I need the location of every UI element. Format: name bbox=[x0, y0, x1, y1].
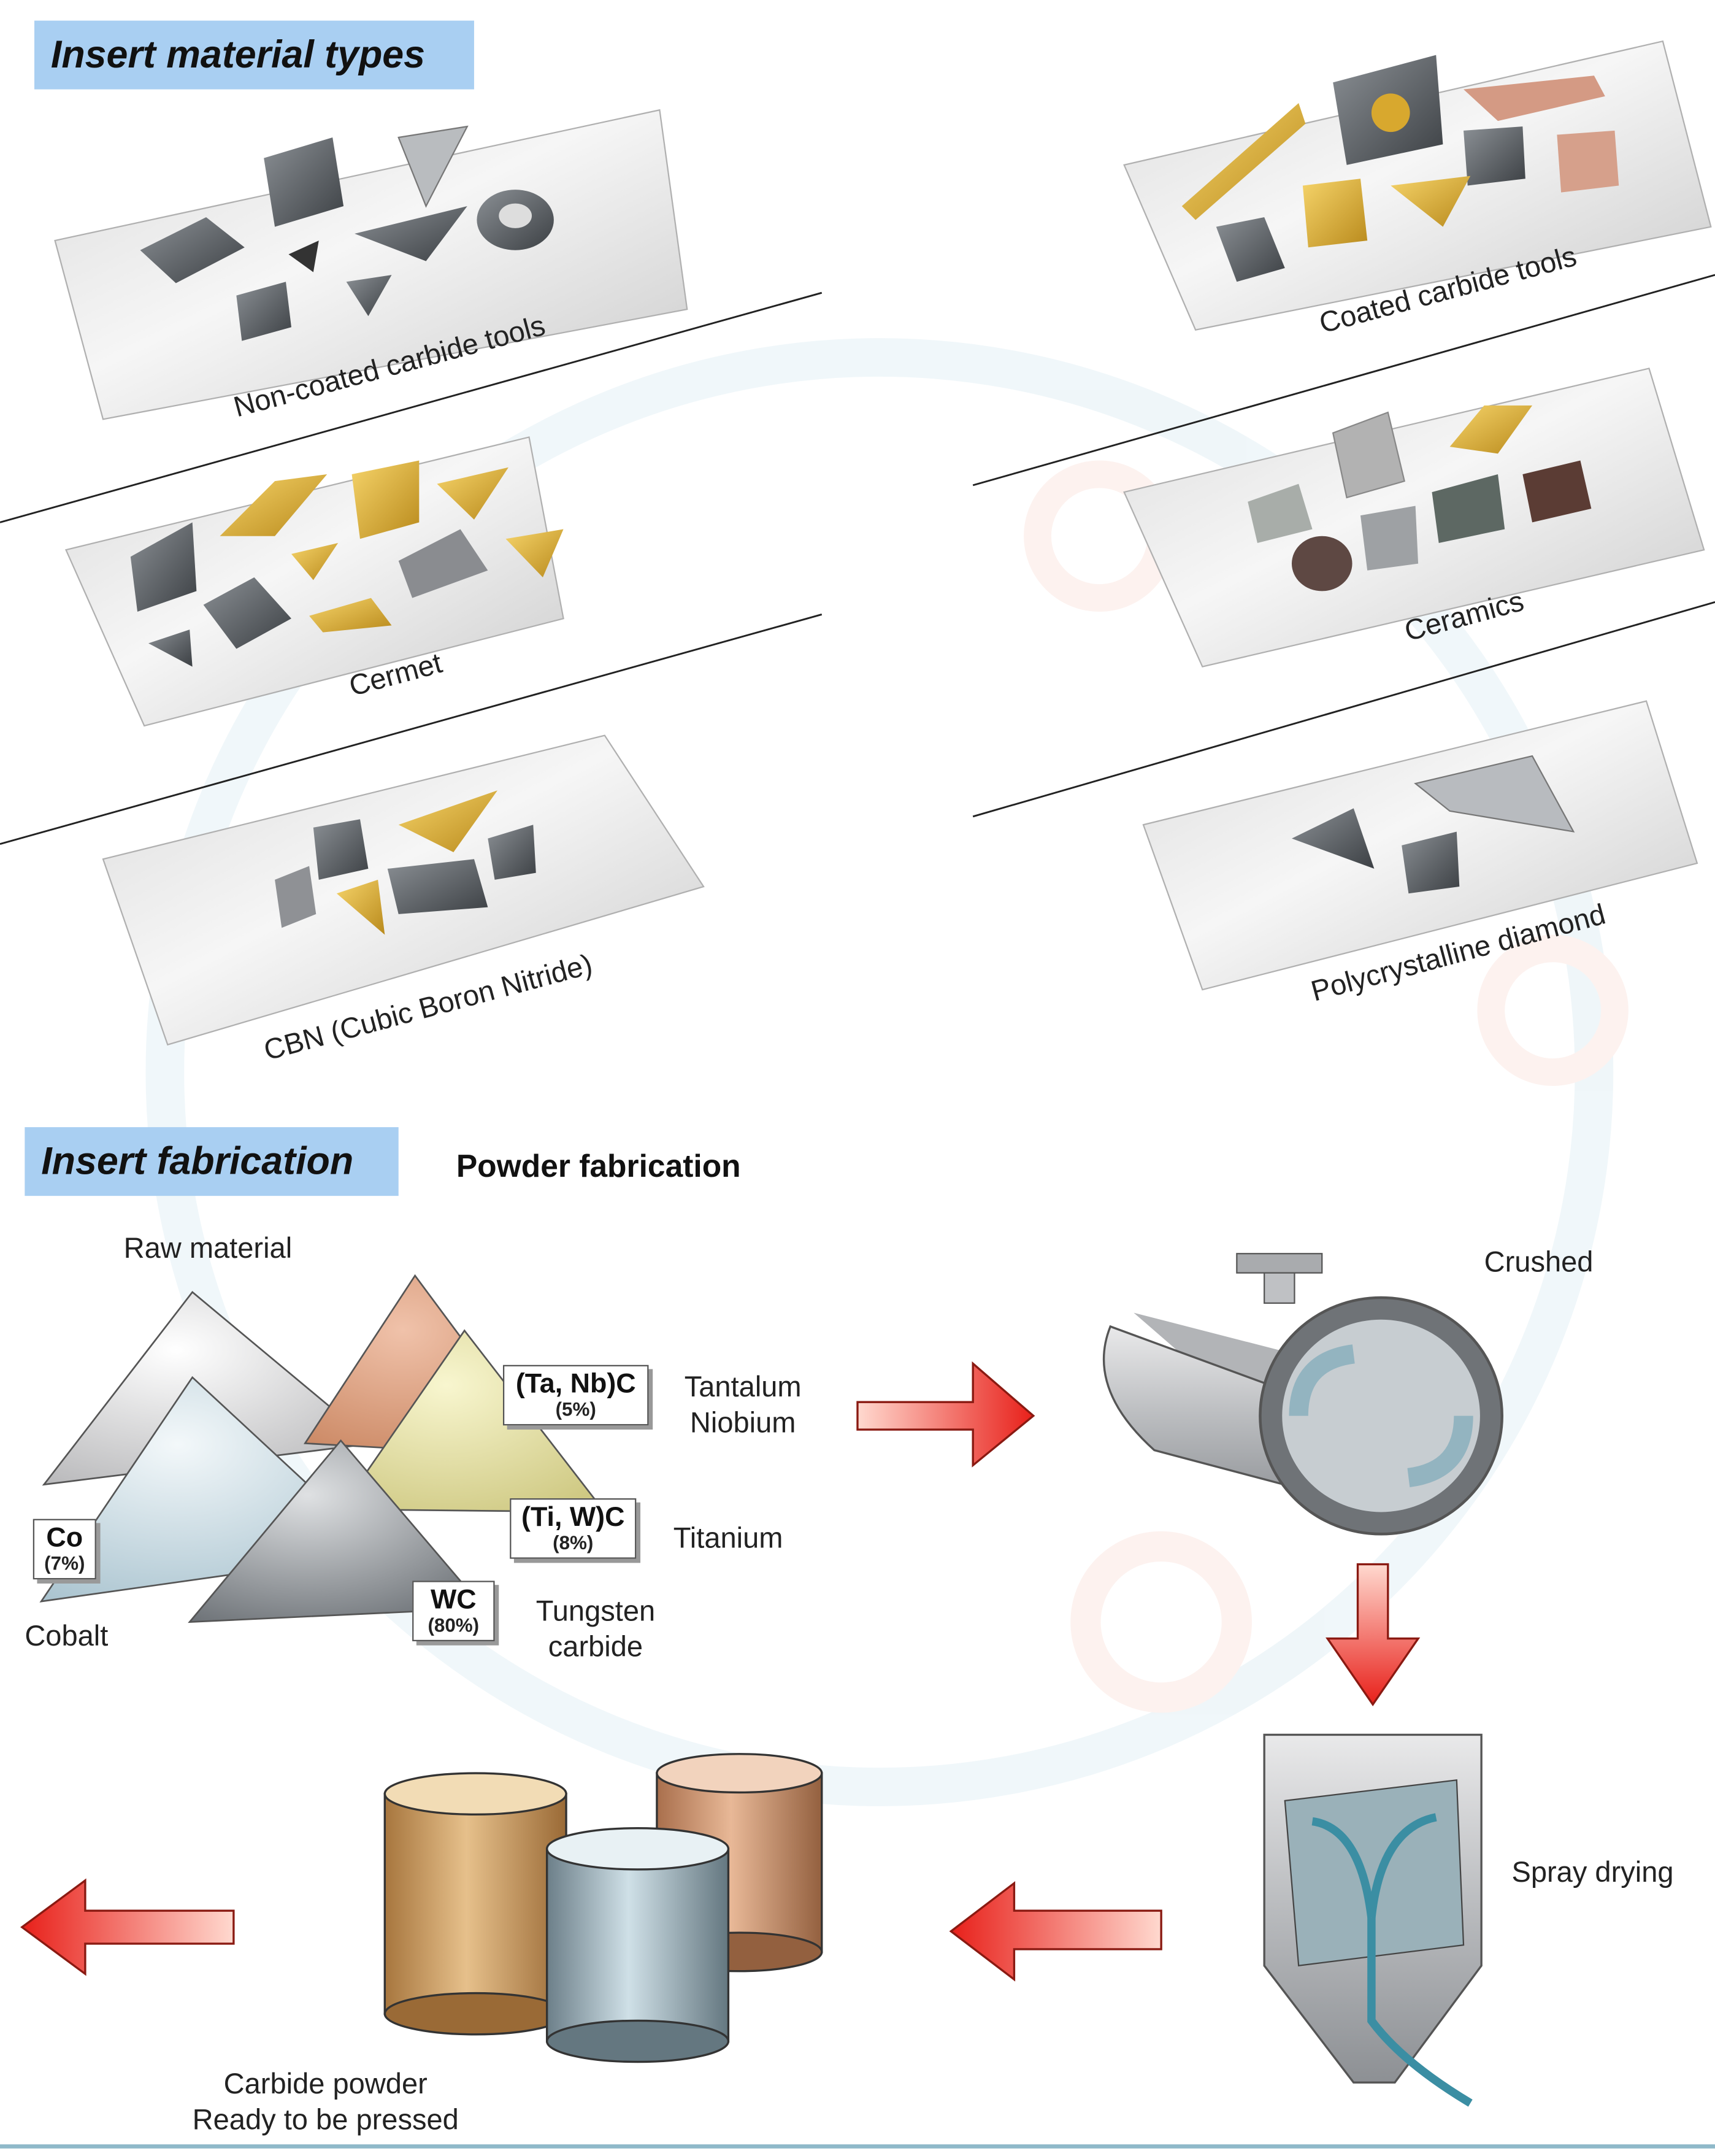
arrow-right bbox=[856, 1361, 1035, 1468]
arrow-left-exit bbox=[20, 1878, 235, 1976]
tag-wc: WC (80%) bbox=[412, 1580, 495, 1641]
bottom-rule bbox=[0, 2144, 1715, 2149]
arrow-left-middle bbox=[949, 1881, 1162, 1982]
tag-co-formula: Co bbox=[46, 1523, 83, 1553]
fabrication-header: Insert fabrication bbox=[25, 1127, 399, 1196]
photo-pcd bbox=[1142, 700, 1698, 991]
photo-cbn bbox=[102, 734, 705, 1046]
tag-wc-percent: (80%) bbox=[428, 1614, 480, 1636]
powder-fabrication-subtitle: Powder fabrication bbox=[456, 1147, 741, 1184]
tag-ti-w-c-formula: (Ti, W)C bbox=[521, 1502, 625, 1533]
photo-ceramics bbox=[1123, 368, 1705, 668]
tag-ti-w-c-percent: (8%) bbox=[553, 1531, 594, 1553]
crusher-drum bbox=[1102, 1253, 1503, 1536]
tag-ti-w-c: (Ti, W)C (8%) bbox=[510, 1498, 637, 1558]
tag-ta-nb-c: (Ta, Nb)C (5%) bbox=[502, 1365, 649, 1425]
name-tantalum-niobium: Tantalum Niobium bbox=[684, 1371, 802, 1440]
name-cobalt: Cobalt bbox=[25, 1620, 109, 1652]
label-crushed: Crushed bbox=[1484, 1247, 1594, 1279]
tag-co: Co (7%) bbox=[33, 1519, 96, 1579]
powder-cans bbox=[383, 1753, 823, 2063]
tag-ta-nb-c-percent: (5%) bbox=[555, 1398, 596, 1420]
photo-coated bbox=[1123, 40, 1712, 331]
photo-non-coated bbox=[54, 109, 688, 420]
tag-co-percent: (7%) bbox=[44, 1552, 85, 1574]
label-carbide-powder: Carbide powder Ready to be pressed bbox=[192, 2068, 459, 2137]
photo-cermet bbox=[64, 436, 564, 727]
tag-wc-formula: WC bbox=[430, 1585, 477, 1615]
raw-material-cones bbox=[39, 1274, 607, 1623]
watermark-logo bbox=[145, 338, 1629, 1806]
name-titanium: Titanium bbox=[673, 1523, 783, 1555]
tag-ta-nb-c-formula: (Ta, Nb)C bbox=[515, 1369, 636, 1399]
separator-lines bbox=[0, 274, 1715, 845]
material-types-header: Insert material types bbox=[34, 20, 474, 90]
arrow-down bbox=[1326, 1563, 1421, 1707]
name-tungsten-carbide: Tungsten carbide bbox=[535, 1596, 656, 1664]
label-spray-drying: Spray drying bbox=[1511, 1857, 1674, 1889]
raw-material-label: Raw material bbox=[123, 1233, 293, 1265]
spray-dryer bbox=[1263, 1733, 1483, 2107]
